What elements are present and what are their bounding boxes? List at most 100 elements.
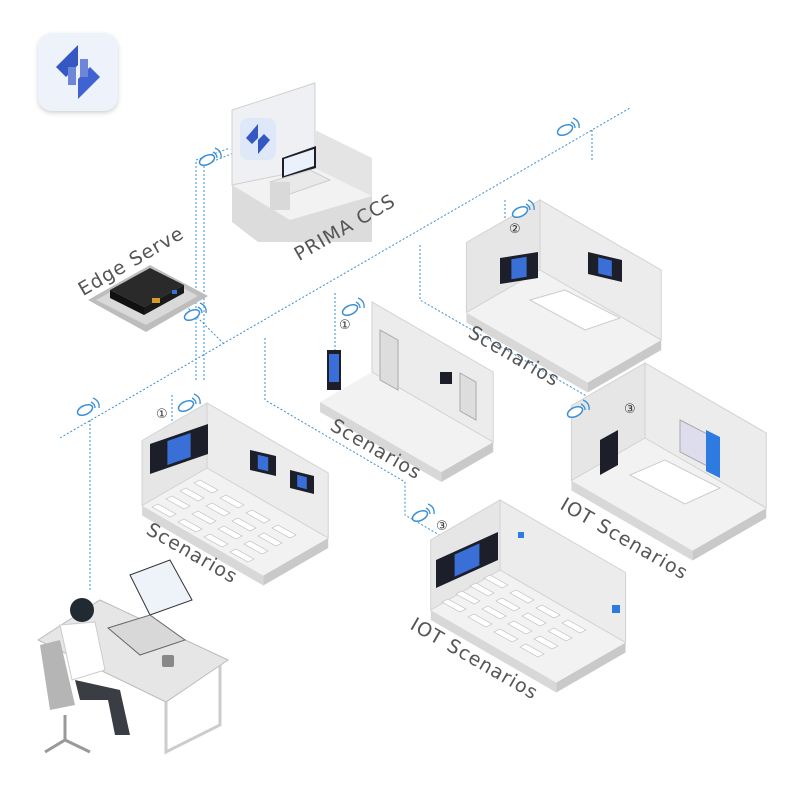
marker-right: ③ — [624, 402, 636, 417]
desk-drawer — [270, 182, 290, 210]
desk — [547, 627, 573, 642]
screen-content — [454, 543, 480, 577]
desk — [455, 590, 481, 605]
wifi-cloud-icon — [183, 302, 207, 322]
desk — [219, 494, 245, 509]
edge-server — [88, 265, 208, 332]
floor-slab — [692, 508, 767, 561]
door — [459, 372, 477, 421]
desk — [481, 605, 507, 620]
marker-left: ① — [156, 407, 168, 422]
marker-top-right: ② — [509, 222, 521, 237]
desk — [507, 620, 533, 635]
curtain — [706, 430, 720, 478]
iot-sensor — [518, 532, 524, 538]
desk — [483, 574, 509, 589]
wifi-waves — [212, 147, 222, 159]
marker-middle: ① — [339, 318, 351, 333]
wifi-cloud-icon — [566, 399, 590, 419]
desk — [243, 540, 269, 555]
cloud-shape — [198, 153, 216, 167]
screen-content — [297, 474, 307, 490]
wifi-cloud-icon — [556, 117, 580, 137]
desk — [179, 487, 205, 502]
logo-icon — [246, 124, 270, 154]
wifi-cloud-icon — [177, 393, 201, 413]
desk — [177, 518, 203, 533]
floor — [466, 270, 662, 383]
desk — [151, 503, 177, 518]
desk — [519, 643, 545, 658]
cloud-shape — [566, 405, 584, 419]
app-logo — [38, 33, 118, 111]
server-top — [110, 268, 184, 307]
wifi-waves — [90, 397, 100, 409]
desk — [203, 533, 229, 548]
desk — [205, 502, 231, 517]
desk — [191, 510, 217, 525]
wifi-cloud-icon — [76, 397, 100, 417]
network-line — [264, 338, 501, 571]
wifi-waves — [191, 393, 201, 405]
prima-ccs-room — [231, 82, 372, 242]
wifi-waves — [425, 503, 435, 515]
desk — [441, 598, 467, 613]
desk — [561, 619, 587, 634]
floor-slab — [556, 642, 626, 693]
right-wall — [499, 499, 627, 644]
desk — [271, 524, 297, 539]
desk — [533, 635, 559, 650]
conference-table — [528, 289, 622, 331]
floor-slab — [320, 402, 442, 482]
floor — [320, 372, 494, 472]
kiosk-screen — [329, 354, 339, 382]
desk-leg — [164, 665, 222, 755]
screen-content — [257, 454, 269, 472]
desk — [217, 525, 243, 540]
network-line — [195, 147, 231, 380]
chair-base — [44, 715, 91, 754]
rooms — [36, 82, 767, 755]
desk — [231, 517, 257, 532]
wifi-waves — [525, 199, 535, 211]
marker-bottom: ③ — [436, 519, 448, 534]
server-port — [172, 290, 177, 294]
floor-slab — [430, 610, 557, 693]
network-line — [419, 245, 611, 431]
cloud-shape — [177, 399, 195, 413]
wifi-waves — [580, 399, 590, 411]
cloud-shape — [341, 303, 359, 317]
wifi-cloud-icon — [198, 147, 222, 167]
desk — [165, 495, 191, 510]
server-side — [110, 290, 144, 315]
screen-content — [598, 257, 612, 277]
floor-slab — [142, 505, 264, 586]
control-panel — [440, 372, 452, 384]
desk — [245, 509, 271, 524]
cloud-shape — [76, 403, 94, 417]
cloud-shape — [511, 205, 529, 219]
floor — [430, 570, 626, 683]
wifi-icons — [76, 117, 590, 523]
operator-workstation — [36, 559, 230, 755]
floor-slab — [263, 538, 329, 586]
iot-scenarios-bottom-room — [430, 499, 627, 693]
wifi-waves — [355, 297, 365, 309]
floor-slab — [571, 480, 693, 561]
laptop-keyboard — [106, 614, 187, 656]
screen-content — [511, 256, 527, 280]
cloud-shape — [556, 123, 574, 137]
display-screen — [600, 430, 618, 475]
desk — [257, 532, 283, 547]
floor-slab — [441, 442, 494, 482]
desk — [229, 548, 255, 563]
person-shirt — [59, 621, 106, 681]
floor-slab — [466, 312, 588, 393]
chair-back — [40, 640, 75, 710]
wifi-waves — [570, 117, 580, 129]
logo-panel — [240, 118, 276, 160]
desk — [509, 589, 535, 604]
wifi-cloud-icon — [341, 297, 365, 317]
server-port — [152, 298, 160, 303]
